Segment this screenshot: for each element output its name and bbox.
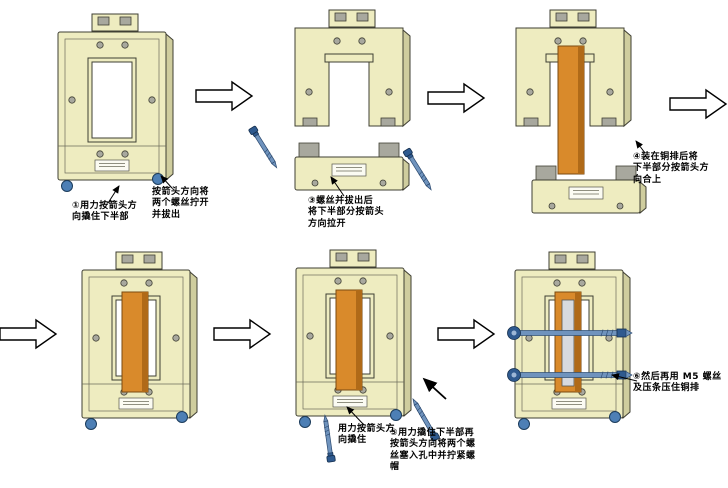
lower-half: [531, 165, 647, 214]
device-step4-ct-closed-busbar: [72, 250, 202, 445]
note-step2: 按箭头方向将 两个螺丝拧开 并拔出: [152, 187, 210, 220]
ct-body-with-busbar: [82, 252, 197, 430]
pressure-strip: [561, 299, 575, 387]
device-step6-ct-final: [507, 250, 633, 455]
step-arrow-icon: [437, 319, 495, 349]
device-step1-ct-closed: [57, 13, 174, 192]
note-step5: ⑤用力撬住下半部再 按箭头方向将两个螺 丝塞入孔中并拧紧螺 帽: [390, 428, 476, 472]
step-arrow-icon: [427, 83, 485, 113]
copper-busbar: [557, 45, 585, 175]
step-arrow-icon: [669, 89, 727, 119]
step-arrow-icon: [195, 81, 253, 111]
note-step3: ③螺丝并拔出后 将下半部分按箭头 方向拉开: [308, 196, 385, 229]
note-step5-pry: 用力按箭头方 向撬住: [338, 424, 396, 446]
loose-screw-icon: [247, 125, 281, 171]
device-step3-ct-on-busbar: [515, 9, 647, 214]
step-arrow-icon: [213, 319, 271, 349]
note-step4: ④装在铜排后将 下半部分按箭头方 向合上: [633, 152, 710, 185]
note-step6: ⑥然后再用 M5 螺丝 及压条压住铜排: [633, 372, 722, 394]
lower-half: [294, 142, 410, 191]
upper-half: [294, 9, 411, 127]
loose-screw-icon: [402, 147, 435, 193]
ct-body-with-busbar: [296, 250, 411, 428]
note-step1: ①用力按箭头方 向撬住下半部: [72, 201, 138, 223]
step-arrow-icon: [0, 319, 57, 349]
ct-body: [57, 13, 174, 192]
